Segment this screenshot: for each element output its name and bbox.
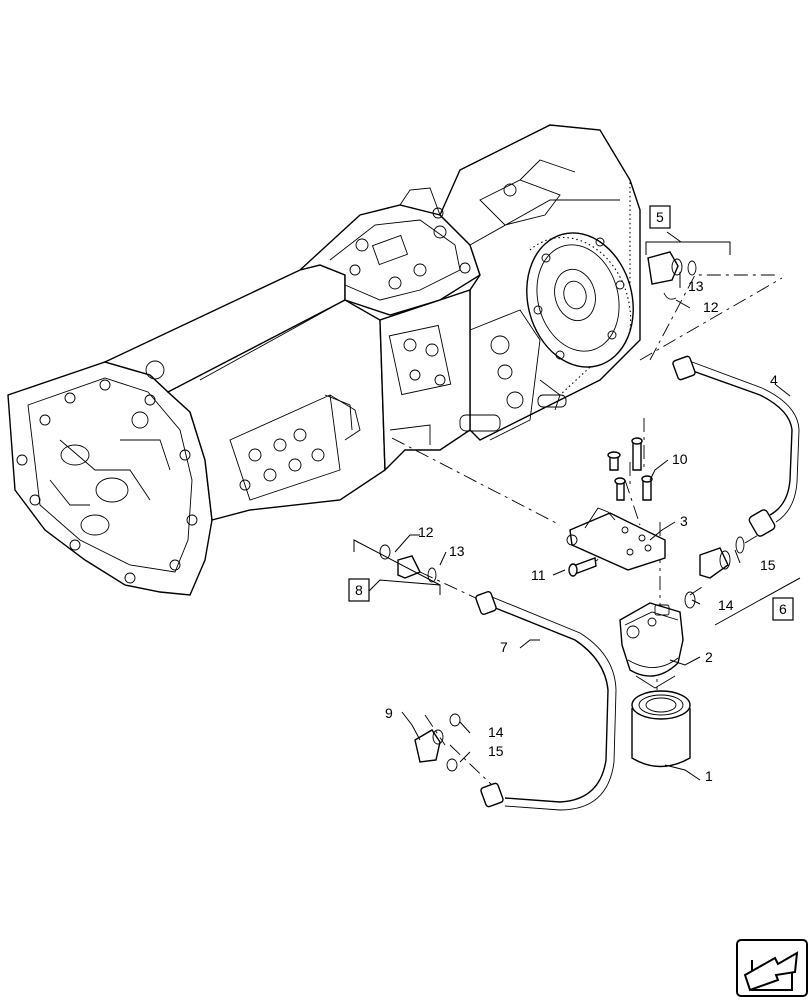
svg-text:5: 5 (656, 209, 664, 225)
callout-14-right: 14 (718, 597, 734, 613)
callout-14-lower: 14 (488, 724, 504, 740)
group-brackets (353, 231, 801, 626)
boxed-callout-6: 6 (772, 597, 794, 621)
boxed-callout-5: 5 (649, 205, 671, 229)
callout-3: 3 (680, 513, 688, 529)
callout-12-upper: 12 (703, 299, 719, 315)
boxed-callout-8: 8 (348, 578, 370, 602)
callout-4: 4 (770, 372, 778, 388)
callout-13-lower: 13 (449, 543, 465, 559)
callout-2: 2 (705, 649, 713, 665)
assembly-centerlines (391, 274, 783, 786)
callout-15-lower: 15 (488, 743, 504, 759)
arrow-back-icon[interactable] (736, 939, 808, 997)
callout-7: 7 (500, 639, 508, 655)
callout-15-right: 15 (760, 557, 776, 573)
fittings (379, 251, 745, 772)
svg-text:6: 6 (779, 601, 787, 617)
filter-head (619, 602, 684, 689)
filter-cartridge (631, 690, 691, 768)
transmission-housing (7, 124, 641, 596)
callout-13-upper: 13 (688, 278, 704, 294)
hydraulic-tube-upper (672, 355, 800, 537)
callout-10: 10 (672, 451, 688, 467)
svg-text:8: 8 (355, 582, 363, 598)
callout-1: 1 (705, 768, 713, 784)
callout-12-lower: 12 (418, 524, 434, 540)
callout-labels: 1 2 3 4 7 9 10 11 12 13 12 13 14 15 14 1… (385, 278, 778, 784)
callout-11: 11 (531, 567, 546, 583)
hydraulic-tube-lower (475, 591, 617, 811)
leader-lines (394, 272, 791, 781)
bolts (568, 437, 653, 577)
callout-9: 9 (385, 705, 393, 721)
mounting-bracket (566, 507, 666, 571)
